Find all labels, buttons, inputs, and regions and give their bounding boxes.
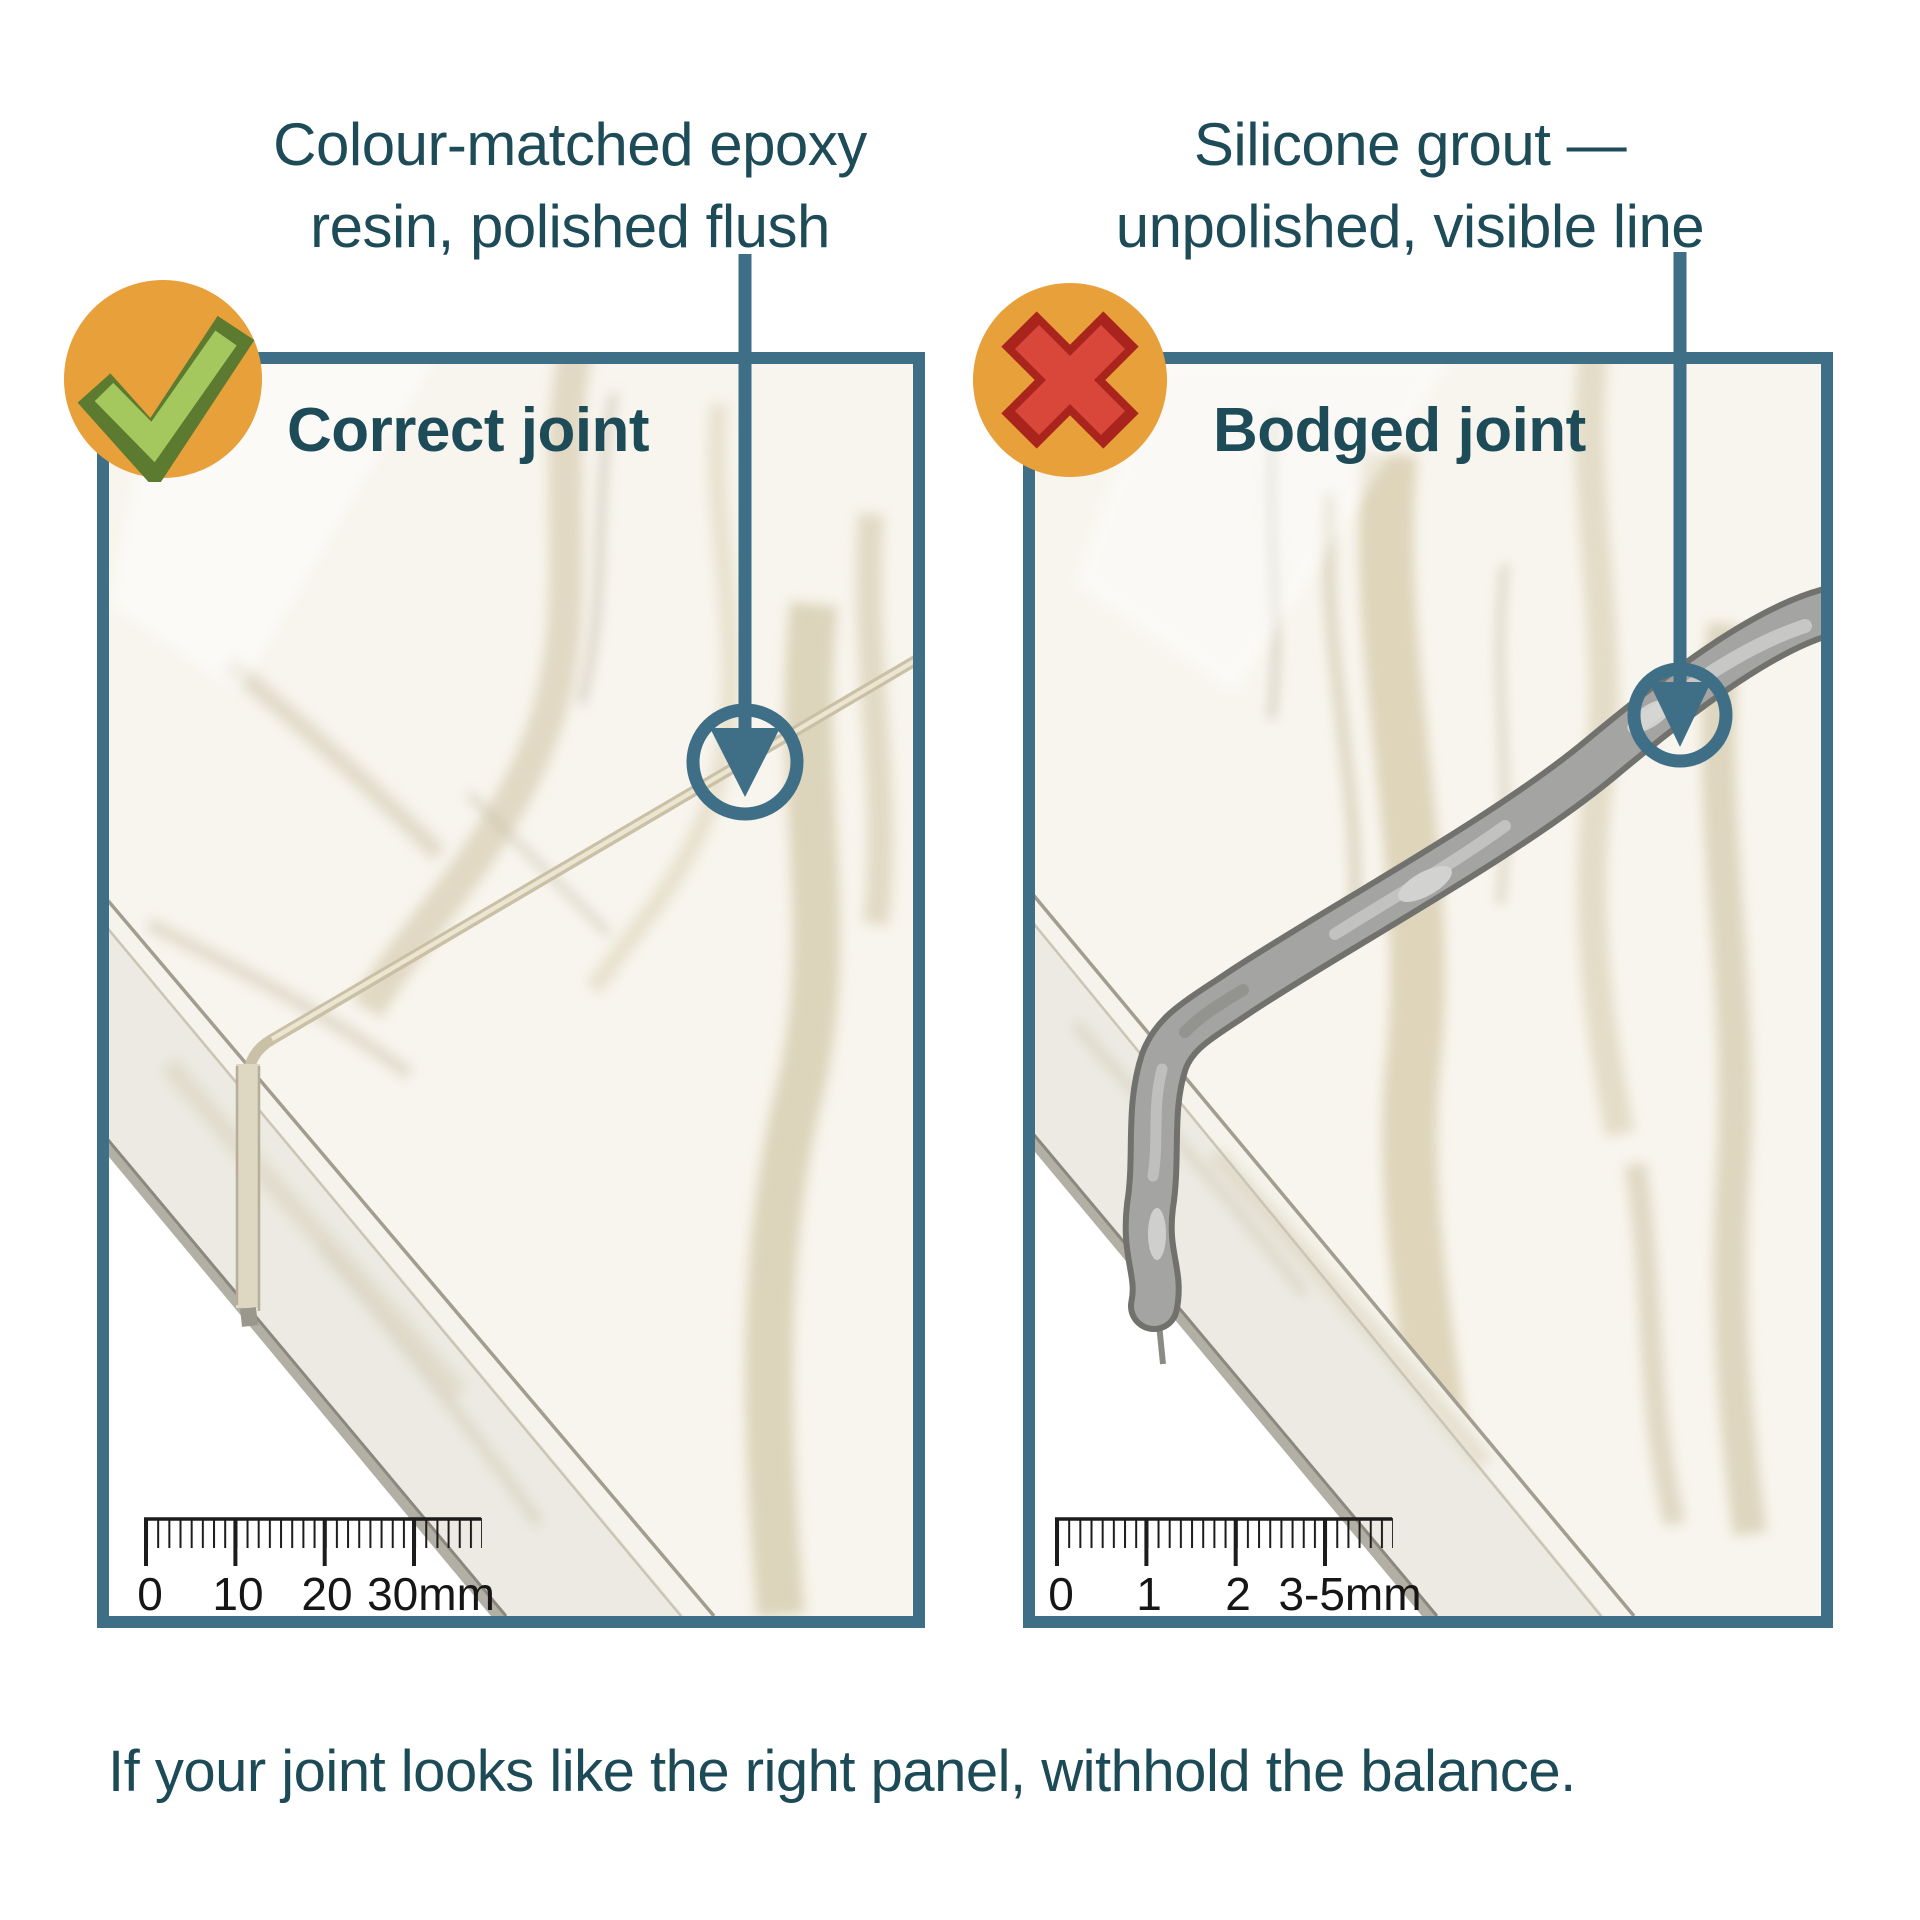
- cross-badge: [973, 283, 1167, 477]
- right-annotation-line1: Silicone grout —: [1193, 111, 1627, 178]
- ruler-labels: 0 1 2 3-5mm: [1048, 1568, 1420, 1616]
- ruler-labels: 0 10 20 30mm: [137, 1568, 495, 1616]
- marble-illustration-correct: [109, 364, 913, 1616]
- arrowhead: [1649, 682, 1711, 747]
- marble-veins: [146, 364, 894, 1616]
- ruler-label: 10: [212, 1568, 263, 1616]
- right-ruler-scale: 0 1 2 3-5mm: [1048, 1504, 1420, 1616]
- polished-sheen: [1075, 364, 1449, 694]
- arrowhead: [710, 728, 780, 797]
- left-panel-title: Correct joint: [287, 396, 650, 465]
- slab-front-edge: [109, 899, 716, 1616]
- epoxy-joint-line: [235, 655, 913, 1327]
- left-panel-correct-joint: [97, 352, 925, 1628]
- ruler-label: 30mm: [367, 1568, 495, 1616]
- major-ticks: [144, 1518, 416, 1566]
- right-panel-bodged-joint: [1023, 352, 1833, 1628]
- left-arrow-pointer: [686, 254, 804, 821]
- arrow-down-circle-icon: [1627, 252, 1733, 768]
- caption: If your joint looks like the right panel…: [108, 1739, 1576, 1804]
- check-badge: [64, 280, 262, 482]
- check-icon: [77, 315, 255, 482]
- marble-illustration-bodged: [1035, 364, 1821, 1616]
- right-arrow-pointer: [1627, 252, 1733, 768]
- right-panel-title: Bodged joint: [1213, 396, 1586, 465]
- arrow-down-circle-icon: [686, 254, 804, 821]
- major-ticks: [1055, 1518, 1327, 1566]
- ruler-label: 3-5mm: [1278, 1568, 1420, 1616]
- ruler-label: 20: [301, 1568, 352, 1616]
- left-ruler-scale: 0 10 20 30mm: [137, 1504, 495, 1616]
- right-annotation: Silicone grout — unpolished, visible lin…: [1090, 104, 1730, 268]
- ruler-label: 0: [1048, 1568, 1074, 1616]
- left-annotation: Colour-matched epoxy resin, polished flu…: [250, 104, 890, 268]
- ruler-label: 1: [1136, 1568, 1162, 1616]
- ruler-label: 2: [1225, 1568, 1251, 1616]
- ruler-label: 0: [137, 1568, 163, 1616]
- right-annotation-line2: unpolished, visible line: [1115, 193, 1705, 260]
- left-annotation-line1: Colour-matched epoxy: [273, 111, 867, 178]
- left-annotation-line2: resin, polished flush: [310, 193, 830, 260]
- cross-icon: [1001, 311, 1139, 449]
